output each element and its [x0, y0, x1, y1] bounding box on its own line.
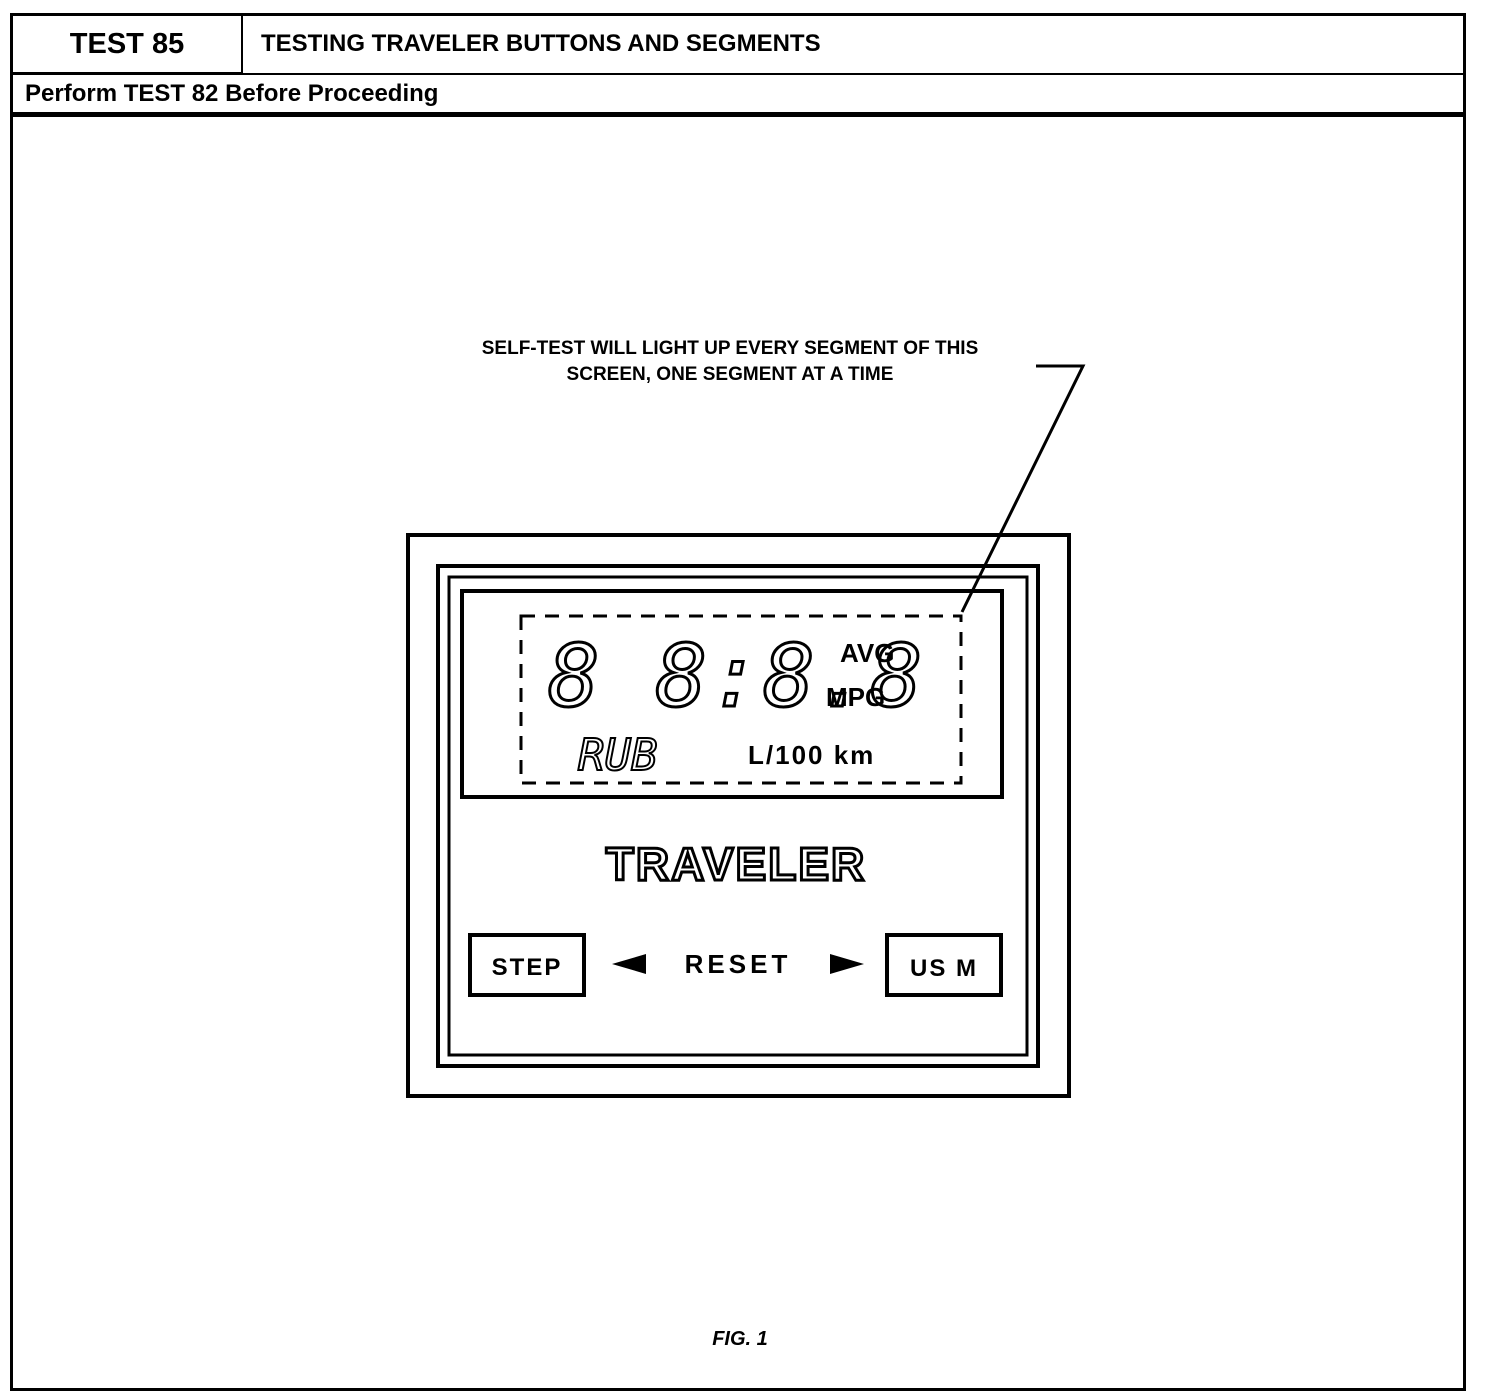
header-divider [13, 73, 1463, 75]
callout-text: SELF-TEST WILL LIGHT UP EVERY SEGMENT OF… [400, 336, 1060, 388]
traveler-logo: TRAVELER [606, 838, 867, 890]
callout-line-2: SCREEN, ONE SEGMENT AT A TIME [566, 364, 894, 385]
device-face-panel [447, 575, 1029, 1057]
callout-line-1: SELF-TEST WILL LIGHT UP EVERY SEGMENT OF… [481, 338, 979, 359]
prerequisite-note: Perform TEST 82 Before Proceeding [25, 80, 439, 107]
reset-left-arrow-icon [612, 954, 646, 974]
step-button-border [468, 933, 586, 997]
us-m-button-label: US M [910, 955, 978, 982]
display-screen [460, 589, 1004, 799]
section-divider [13, 112, 1463, 117]
step-button[interactable]: STEP [468, 933, 586, 997]
device-inner-bezel [436, 564, 1040, 1068]
test-frame: TEST 85 TESTING TRAVELER BUTTONS AND SEG… [10, 13, 1466, 1391]
l100km-label: L/100 km [748, 740, 875, 770]
segment-area-outline [519, 614, 963, 785]
mpg-label: MPG [826, 682, 885, 712]
reset-label: RESET [685, 949, 792, 979]
test-title: TESTING TRAVELER BUTTONS AND SEGMENTS [261, 30, 821, 57]
step-button-label: STEP [492, 954, 563, 981]
device-outer-bezel [406, 533, 1071, 1098]
us-m-button[interactable]: US M [885, 933, 1003, 997]
main-digits: 8 8:8.8 [548, 627, 924, 727]
avg-label: AVG [840, 638, 894, 668]
reset-right-arrow-icon [830, 954, 864, 974]
us-m-button-border [885, 933, 1003, 997]
callout-leader-line [960, 364, 1086, 613]
figure-caption: FIG. 1 [712, 1328, 768, 1350]
small-segment-digits: RUB [578, 730, 657, 781]
